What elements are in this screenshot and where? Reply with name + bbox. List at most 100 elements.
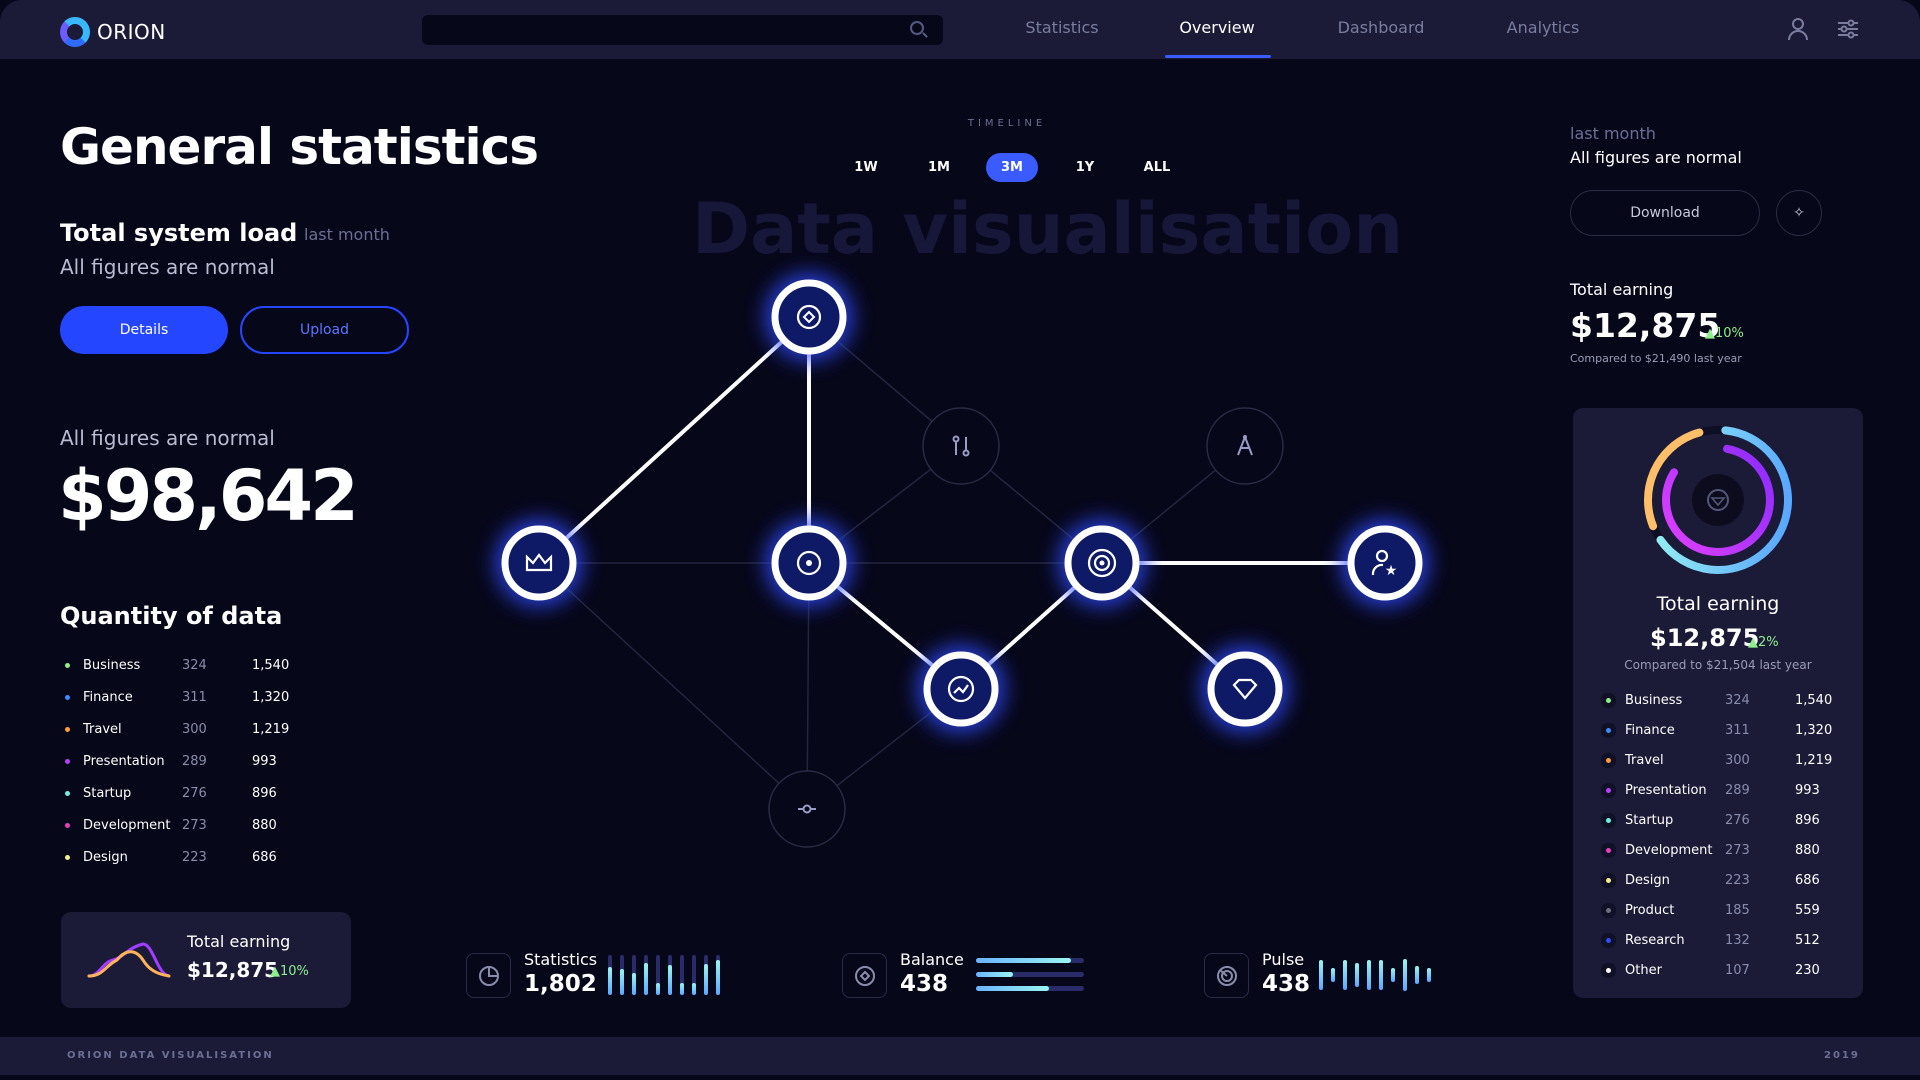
- details-button[interactable]: Details: [60, 306, 228, 354]
- orion-logo-icon: [60, 17, 90, 47]
- legend-dot: [1606, 698, 1611, 703]
- user-icon[interactable]: [1787, 17, 1809, 41]
- commit-icon: [798, 804, 816, 814]
- graph-node-gem[interactable]: [1201, 645, 1289, 733]
- row-count: 276: [182, 785, 207, 801]
- pulse-bar: [1331, 968, 1335, 982]
- panel-row: Presentation 289 993: [0, 780, 1900, 800]
- row-label: Business: [1625, 692, 1683, 708]
- range-1y-button[interactable]: 1Y: [1075, 160, 1095, 175]
- earning-card: Total earning $12,875 ▲10%: [61, 912, 351, 1008]
- stat-bar: [680, 983, 684, 995]
- row-total: 896: [1795, 812, 1820, 828]
- row-count: 223: [1725, 872, 1750, 888]
- graph-node-crown[interactable]: [495, 519, 583, 607]
- range-3m-button[interactable]: 3M: [986, 153, 1038, 182]
- legend-dot: [1606, 908, 1611, 913]
- quantity-row: Startup 276 896: [0, 783, 330, 803]
- graph-node-user-star[interactable]: ★: [1341, 519, 1429, 607]
- settings-sliders-icon[interactable]: [1837, 19, 1859, 39]
- panel-row: Finance 311 1,320: [0, 720, 1900, 740]
- row-count: 276: [1725, 812, 1750, 828]
- pulse-bar: [1391, 968, 1395, 982]
- balance-stat-icon-box[interactable]: [842, 953, 887, 998]
- row-total: 993: [1795, 782, 1820, 798]
- graph-node-trend[interactable]: [917, 645, 1005, 733]
- balance-bar-track: [976, 958, 1084, 963]
- row-total: 1,540: [252, 657, 290, 673]
- row-label: Business: [83, 657, 141, 673]
- graph-node-dot-circle[interactable]: [765, 519, 853, 607]
- row-total: 1,320: [1795, 722, 1833, 738]
- tab-statistics[interactable]: Statistics: [1025, 18, 1099, 37]
- graph-node-target[interactable]: [1058, 519, 1146, 607]
- quantity-row: Business 324 1,540: [0, 655, 330, 675]
- top-bar: [0, 0, 1920, 59]
- stat-bar-track: [656, 955, 660, 995]
- graph-node-compass[interactable]: [1206, 407, 1284, 485]
- row-label: Development: [1625, 842, 1713, 858]
- summary-amount: $98,642: [58, 455, 359, 537]
- earning-sparkline: [87, 942, 171, 978]
- stat-bar: [716, 959, 720, 995]
- row-total: 686: [252, 849, 277, 865]
- right-period: last month: [1570, 124, 1656, 143]
- pulse-icon: [1216, 965, 1237, 986]
- tab-analytics[interactable]: Analytics: [1506, 18, 1580, 37]
- row-total: 880: [1795, 842, 1820, 858]
- tab-dashboard[interactable]: Dashboard: [1337, 18, 1425, 37]
- row-total: 1,540: [1795, 692, 1833, 708]
- stat-bar-track: [680, 955, 684, 995]
- magic-wand-button[interactable]: ✧: [1776, 190, 1822, 236]
- row-count: 185: [1725, 902, 1750, 918]
- upload-button[interactable]: Upload: [240, 306, 409, 354]
- logo-text: ORION: [97, 20, 166, 44]
- stat-bar: [620, 969, 624, 995]
- trend-icon: [947, 675, 975, 703]
- search-input[interactable]: [422, 15, 943, 45]
- quantity-row: Travel 300 1,219: [0, 719, 330, 739]
- download-button[interactable]: Download: [1570, 190, 1760, 236]
- legend-dot: [65, 759, 70, 764]
- row-label: Presentation: [1625, 782, 1707, 798]
- range-1w-button[interactable]: 1W: [854, 160, 878, 175]
- graph-edge-inactive: [538, 562, 808, 810]
- pulse-bar: [1319, 960, 1323, 990]
- earning-donut: [1644, 426, 1792, 574]
- stat-bar: [704, 963, 708, 995]
- graph-node-commit[interactable]: [768, 770, 846, 848]
- stat-bar: [656, 983, 660, 995]
- graph-node-git-compare[interactable]: [922, 407, 1000, 485]
- stat-bar: [668, 965, 672, 995]
- panel-row: Product 185 559: [0, 900, 1900, 920]
- row-label: Startup: [83, 785, 132, 801]
- earning-card-amount: $12,875: [187, 958, 279, 982]
- stat-label: Balance: [900, 950, 964, 969]
- range-all-button[interactable]: ALL: [1143, 160, 1171, 175]
- panel-earning-amount: $12,875: [1650, 624, 1760, 652]
- stat-label: Pulse: [1262, 950, 1305, 969]
- tab-overview[interactable]: Overview: [1179, 18, 1255, 37]
- range-1m-button[interactable]: 1M: [928, 160, 950, 175]
- graph-node-diamond-circle[interactable]: [765, 273, 853, 361]
- row-count: 311: [182, 689, 207, 705]
- diamond-circle-icon: [796, 304, 822, 330]
- pulse-stat-icon-box[interactable]: [1204, 953, 1249, 998]
- stat-bar: [644, 963, 648, 995]
- quantity-row: Finance 311 1,320: [0, 687, 330, 707]
- row-total: 993: [252, 753, 277, 769]
- footer-year: 2019: [1824, 1050, 1860, 1061]
- row-count: 223: [182, 849, 207, 865]
- row-total: 1,320: [252, 689, 290, 705]
- row-label: Design: [1625, 872, 1670, 888]
- right-earning-amount: $12,875: [1570, 306, 1721, 345]
- search-icon[interactable]: [910, 21, 924, 35]
- quantity-row: Design 223 686: [0, 847, 330, 867]
- legend-dot: [1606, 758, 1611, 763]
- stat-value: 438: [900, 971, 949, 997]
- legend-dot: [65, 695, 70, 700]
- svg-text:★: ★: [1385, 563, 1398, 579]
- row-count: 289: [182, 753, 207, 769]
- statistics-stat-icon-box[interactable]: [466, 953, 511, 998]
- row-label: Design: [83, 849, 128, 865]
